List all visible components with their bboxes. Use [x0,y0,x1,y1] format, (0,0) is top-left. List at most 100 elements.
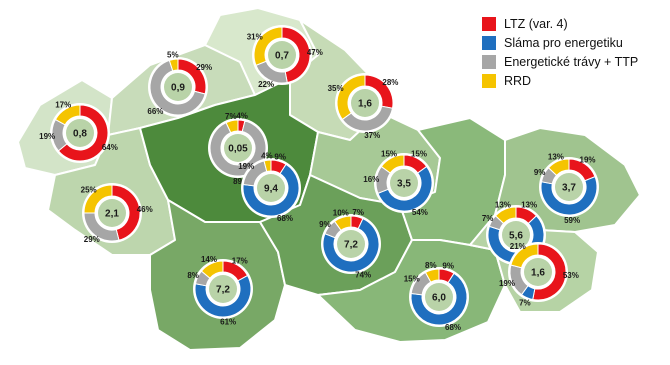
donut-percent-label: 9% [319,220,331,229]
region-donut: 19%59%9%13%3,7 [534,153,599,225]
donut-center-value: 3,7 [562,183,576,194]
legend-label: Sláma pro energetiku [504,35,623,50]
donut-percent-label: 25% [81,186,97,195]
donut-center [209,275,237,303]
donut-percent-label: 13% [521,201,537,210]
donut-percent-label: 74% [355,271,371,280]
donut-percent-label: 19% [499,279,515,288]
donut-percent-label: 29% [196,63,212,72]
donut-slice [532,243,567,301]
donut-center-value: 0,7 [275,51,289,62]
donut-percent-label: 61% [220,318,236,327]
donut-slice [200,260,224,279]
donut-slice [253,26,283,66]
donut-slice [149,59,206,116]
donut-percent-label: 59% [564,216,580,225]
donut-percent-label: 31% [247,32,263,41]
region-donut: 9%68%19%4%9,4 [238,151,301,223]
legend-swatch-ltz [482,16,496,31]
donut-slice [225,119,239,134]
donut-slice [410,272,468,326]
donut-percent-label: 54% [412,208,428,217]
donut-center [98,199,126,227]
donut-center [351,89,379,117]
donut-percent-label: 4% [261,151,273,160]
region-donut: 15%54%16%15%3,5 [363,150,434,217]
donut-center [337,230,365,258]
donut-percent-label: 7% [519,298,531,307]
donut-percent-label: 89% [233,177,249,186]
legend-label: Energetické trávy + TTP [504,54,639,69]
region-donut: 29%66%5%0,9 [147,50,212,117]
donut-center [268,41,296,69]
donut-center-value: 0,8 [73,129,87,140]
donut-percent-label: 28% [382,78,398,87]
donut-slice [380,154,405,174]
donut-percent-label: 64% [102,143,118,152]
donut-percent-label: 19% [580,156,596,165]
donut-slice [263,159,272,173]
region-donut: 17%61%8%14%7,2 [187,255,253,327]
donut-slice [54,104,81,126]
legend-item: RRD [482,71,638,90]
donut-percent-label: 68% [277,214,293,223]
region-donut: 9%68%15%8%6,0 [404,261,469,332]
donut-percent-label: 10% [333,209,349,218]
donut-percent-label: 8% [187,271,199,280]
donut-percent-label: 9% [534,168,546,177]
donut-center-value: 2,1 [105,209,119,220]
donut-percent-label: 7% [352,208,364,217]
legend-swatch-slama [482,35,496,50]
region-donut: 28%37%35%1,6 [328,73,398,140]
donut-percent-label: 15% [404,274,420,283]
donut-percent-label: 4% [236,111,248,120]
donut-percent-label: 16% [363,175,379,184]
donut-slice [336,74,366,121]
donut-slice [547,158,570,177]
donut-slice [242,163,300,217]
donut-percent-label: 66% [147,107,163,116]
donut-center [257,174,285,202]
donut-charts: 64%19%17%0,829%66%5%0,947%22%31%0,728%37… [39,25,599,332]
donut-slice [540,176,598,216]
donut-center-value: 0,05 [228,144,248,155]
region-donut: 53% 7% 19% 21% 1,6 [499,242,579,307]
donut-percent-label: 19% [238,162,254,171]
donut-percent-label: 7% [225,112,237,121]
donut-slice [209,120,267,177]
donut-slice [194,274,252,318]
donut-percent-label: 8% [425,261,437,270]
donut-center [66,119,94,147]
donut-center [502,221,530,249]
donut-slice [424,268,440,283]
donut-slice [83,184,113,214]
donut-center-value: 1,6 [531,268,545,279]
legend-swatch-rrd [482,73,496,88]
legend-swatch-travy [482,54,496,69]
donut-percent-label: 68% [445,323,461,332]
donut-center-value: 3,5 [397,179,411,190]
donut-center-value: 1,6 [358,99,372,110]
donut-percent-label: 35% [328,84,344,93]
donut-center-value: 0,9 [171,83,185,94]
donut-percent-label: 46% [137,205,153,214]
donut-percent-label: 19% [39,132,55,141]
donut-slice [377,165,433,212]
donut-percent-label: 14% [201,255,217,264]
legend-item: Sláma pro energetiku [482,33,638,52]
region-donut: 64% 19% 17% 0,8 [39,101,118,163]
donut-percent-label: 9% [274,152,286,161]
donut-percent-label: 7% [482,214,494,223]
donut-center-value: 7,2 [344,240,358,251]
donut-center-value: 5,6 [509,231,523,242]
donut-percent-label: 21% [510,242,526,251]
region-donut: 7% 74% 9%10% 7,2 [319,208,381,280]
donut-center [555,173,583,201]
donut-percent-label: 17% [55,101,71,110]
region-donut: 46%29%25%2,1 [81,183,153,244]
donut-percent-label: 53% [563,271,579,280]
region-donut: 4% 89% 7% 0,05 [208,111,268,186]
donut-slice [510,243,539,269]
donut-slice [333,215,352,231]
